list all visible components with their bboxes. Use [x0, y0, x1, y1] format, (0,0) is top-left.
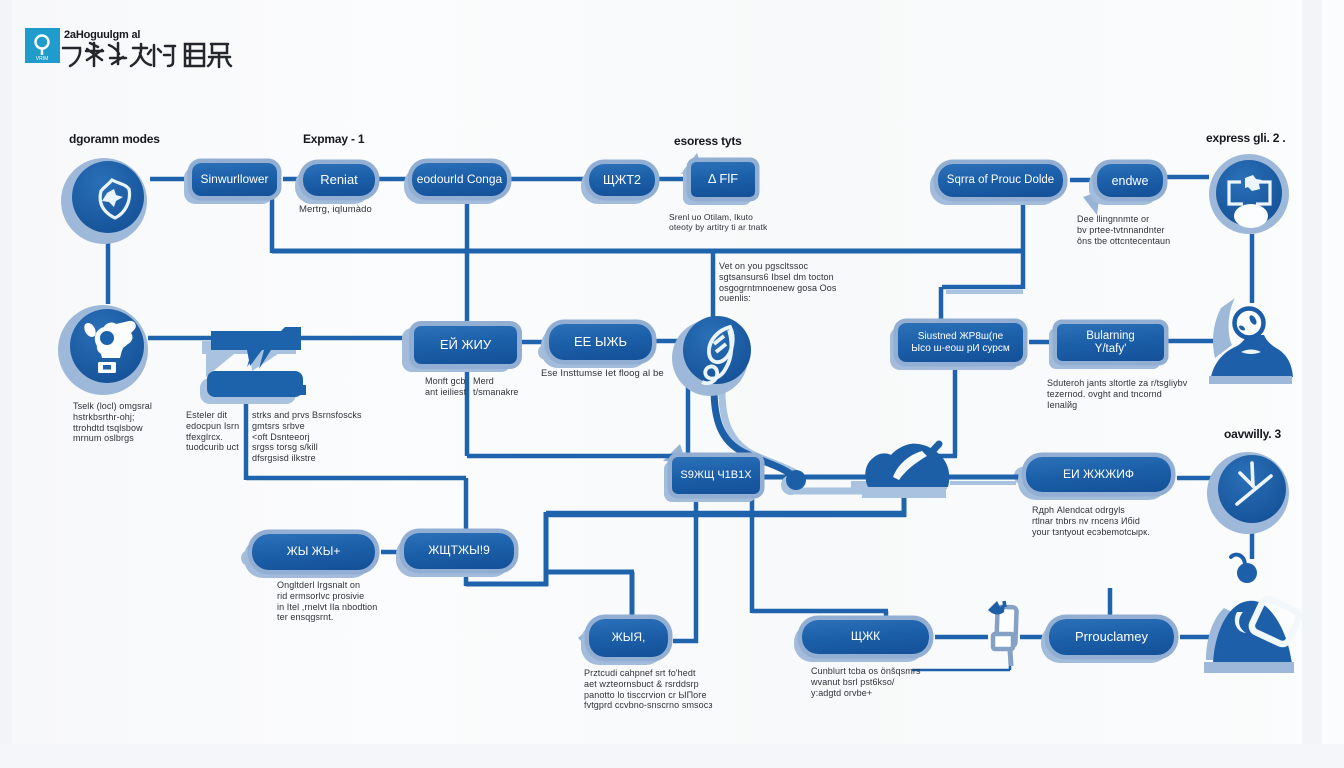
svg-text:VRIM: VRIM — [36, 56, 49, 62]
